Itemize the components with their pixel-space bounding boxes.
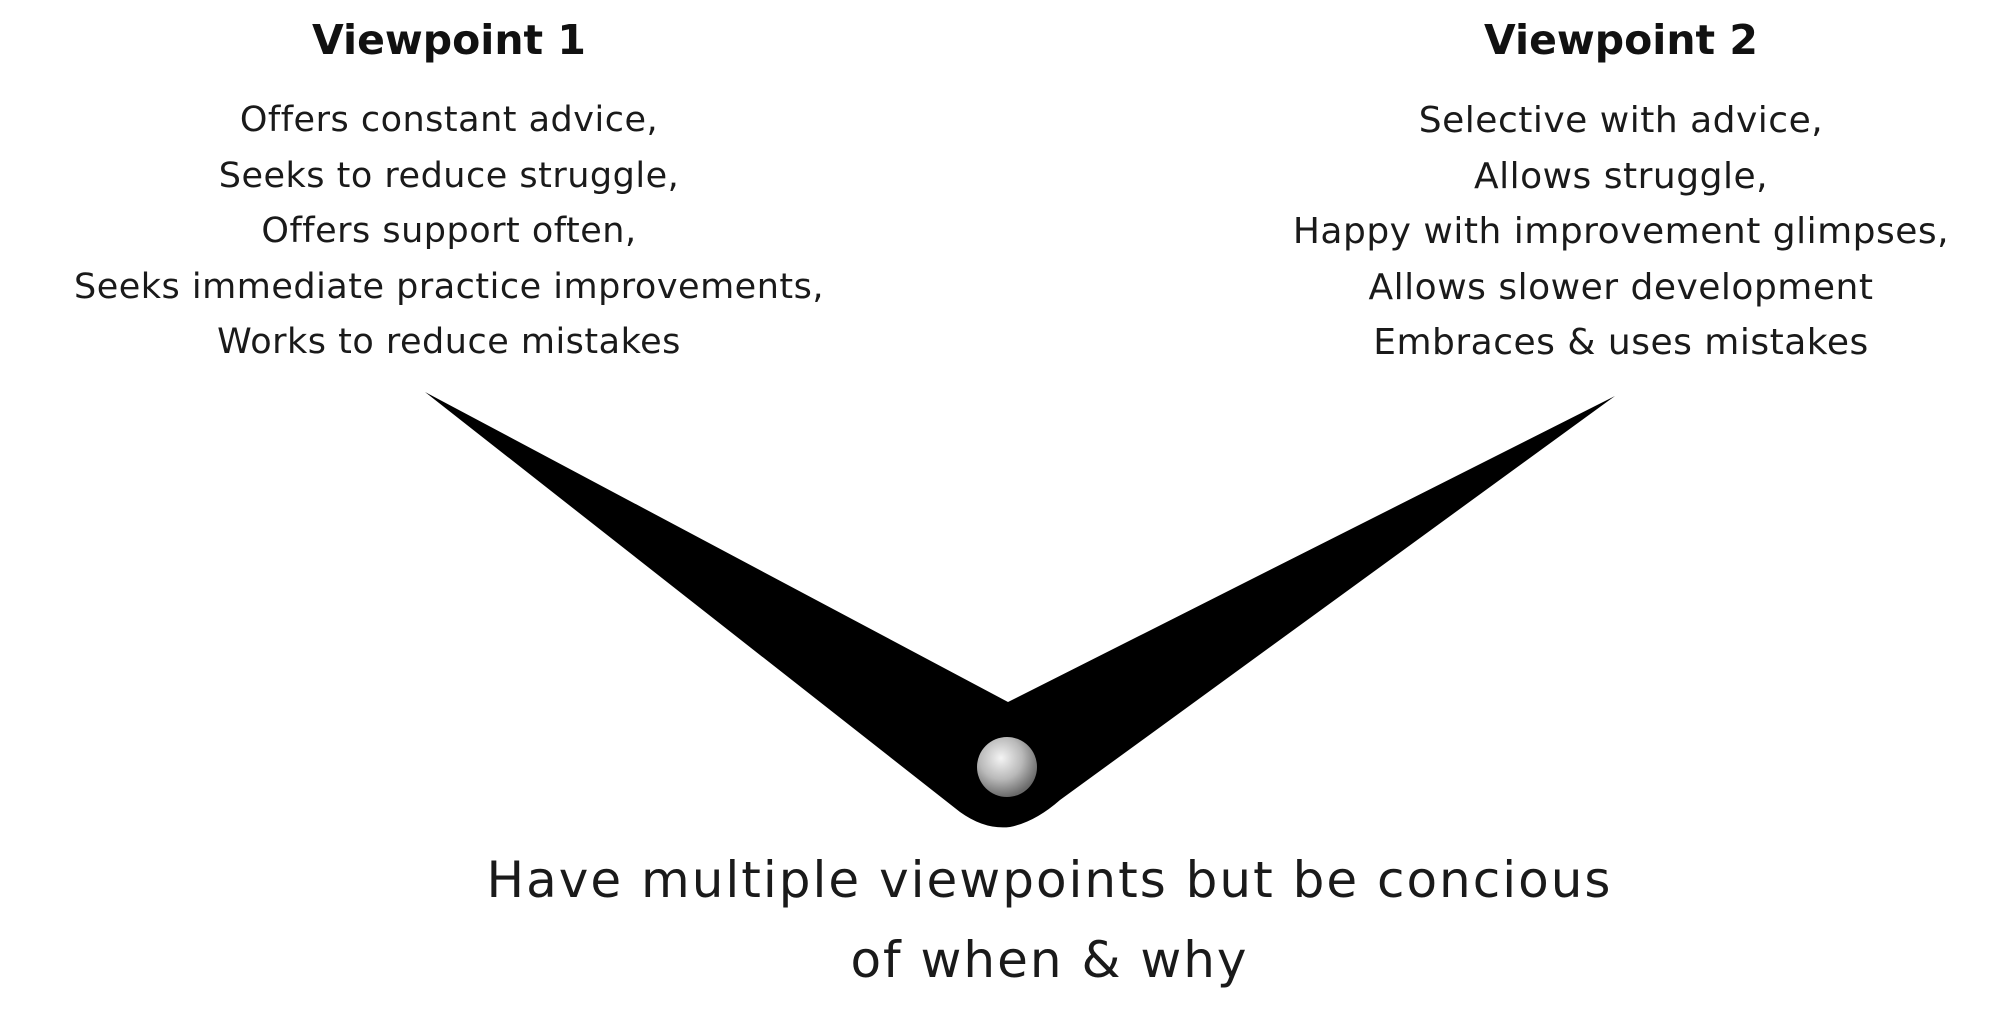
- viewpoint-2-trait: Allows slower development: [1368, 266, 1874, 308]
- pivot-ball: [977, 737, 1037, 797]
- viewpoint-1-trait: Seeks immediate practice improvements,: [74, 266, 824, 307]
- viewpoint-2-heading: Viewpoint 2: [1484, 16, 1758, 64]
- caption-line-1: Have multiple viewpoints but be concious: [486, 851, 1613, 909]
- viewpoint-1-heading: Viewpoint 1: [312, 16, 586, 64]
- viewpoint-1-traits: Offers constant advice, Seeks to reduce …: [0, 93, 898, 371]
- viewpoint-1-trait: Offers constant advice,: [239, 100, 659, 140]
- viewpoint-1-trait: Offers support often,: [261, 211, 637, 251]
- caption-line-2: of when & why: [850, 931, 1249, 989]
- viewpoint-2-trait: Embraces & uses mistakes: [1373, 322, 1869, 363]
- viewpoint-2-trait: Happy with improvement glimpses,: [1292, 211, 1950, 252]
- viewpoint-2-trait: Selective with advice,: [1418, 100, 1824, 141]
- viewpoint-2-trait: Allows struggle,: [1473, 155, 1769, 197]
- viewpoint-1-trait: Seeks to reduce struggle,: [218, 155, 680, 196]
- viewpoint-2-traits: Selective with advice, Allows struggle, …: [1243, 93, 1999, 371]
- caption: Have multiple viewpoints but be concious…: [0, 840, 1999, 1000]
- viewpoint-1-trait: Works to reduce mistakes: [217, 322, 681, 362]
